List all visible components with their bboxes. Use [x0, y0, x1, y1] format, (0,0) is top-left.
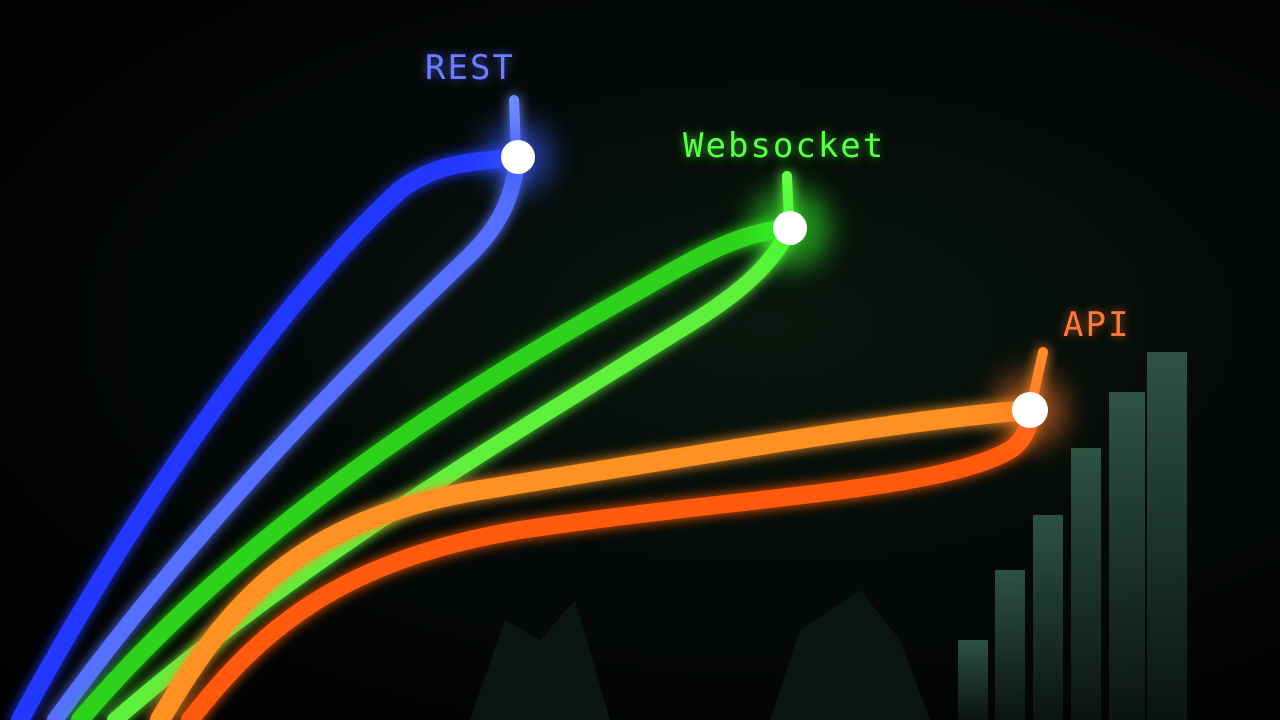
- api-node: [994, 374, 1066, 446]
- websocket-node: [750, 188, 830, 268]
- bg-bar: [1147, 352, 1187, 720]
- rest-cable-inner: [47, 149, 526, 720]
- bg-bar: [958, 640, 988, 720]
- bg-bar: [995, 570, 1025, 720]
- bg-bar: [1109, 392, 1145, 720]
- api-cable-inner: [181, 401, 1039, 720]
- bg-bar: [1071, 448, 1101, 720]
- bg-shape: [770, 590, 930, 720]
- bg-bar: [1033, 515, 1063, 720]
- websocket-cable-outer: [71, 219, 799, 720]
- rest-node: [484, 123, 552, 191]
- rest-cable-outer: [11, 148, 527, 720]
- bg-shape: [470, 600, 610, 720]
- background-silhouettes: [470, 590, 930, 720]
- background-bars: [958, 352, 1187, 720]
- rest-label: REST: [425, 48, 515, 88]
- api-cables: [150, 347, 1048, 720]
- api-label: API: [1063, 305, 1131, 345]
- websocket-label: Websocket: [683, 126, 886, 166]
- websocket-cable-inner: [107, 220, 798, 720]
- api-cable-outer: [150, 400, 1040, 720]
